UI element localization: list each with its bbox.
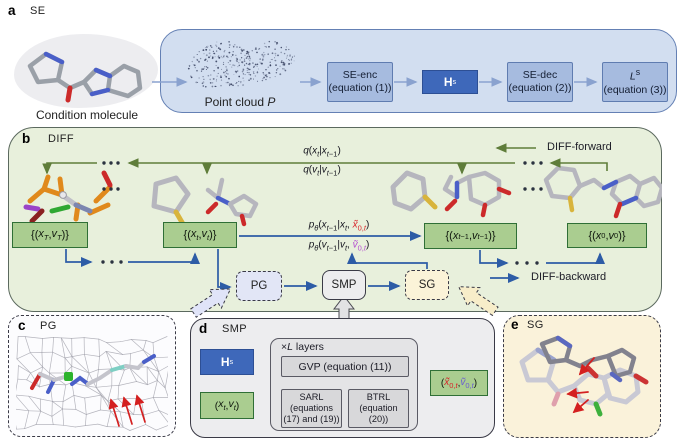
se-dec-equation: (equation (2)) <box>508 82 572 94</box>
loss-label: Ls <box>629 67 641 83</box>
p-backward-lines <box>65 230 606 293</box>
se-dec-box: SE-dec (equation (2)) <box>507 62 573 102</box>
se-enc-label: SE-enc <box>342 68 378 81</box>
guidance-arrows <box>566 357 595 414</box>
green-atom <box>64 372 73 381</box>
panel-e-title: SG <box>527 319 544 331</box>
panel-d-title: SMP <box>222 323 248 335</box>
panel-e-tag: e <box>511 317 519 332</box>
diff-forward-label: DIFF-forward <box>547 141 612 153</box>
molecule-x0 <box>543 165 662 219</box>
panel-d-tag: d <box>199 321 208 336</box>
state-box-T: {(xT, vT)} <box>12 222 88 248</box>
state-box-t: {(xt, vt)} <box>163 222 237 248</box>
point-cloud-image <box>187 40 295 88</box>
loss-equation: (equation (3)) <box>603 83 667 96</box>
pg-panel-container <box>8 315 176 437</box>
q-v-label: q(vt|vt−1) <box>303 164 341 178</box>
callout-arrow-e-to-sg <box>457 286 499 317</box>
panel-b-title: DIFF <box>48 133 75 145</box>
panel-c-tag: c <box>18 318 26 333</box>
sarl-box: SARL (equations (17) and (19)) <box>281 389 342 428</box>
sarl-label: SARL <box>299 392 324 403</box>
xv-input-box: (xt, vt) <box>200 392 254 419</box>
condition-molecule-label: Condition molecule <box>35 108 139 122</box>
panel-a-tag: a <box>8 3 16 18</box>
diff-backward-label: DIFF-backward <box>531 271 607 283</box>
steric-clash-arrows <box>108 394 146 427</box>
btrl-equation-l1: (equation <box>359 403 398 414</box>
smp-output-box: (x̃0,t, ṽ0,t) <box>430 370 488 396</box>
btrl-box: BTRL (equation (20)) <box>348 389 409 428</box>
sg-prediction-arrow <box>346 252 428 269</box>
ligand-sticks <box>30 354 156 394</box>
protein-pocket-image <box>16 336 168 431</box>
se-enc-box: SE-enc (equation (1)) <box>327 62 393 102</box>
sarl-equation-l2: (17) and (19)) <box>283 413 340 424</box>
se-dec-label: SE-dec <box>522 68 558 81</box>
sg-module-box: SG <box>405 270 449 300</box>
panel-a-title: SE <box>30 5 46 17</box>
point-cloud-label: Point cloud P <box>204 95 276 109</box>
molecule-overlay-image <box>519 335 649 417</box>
callout-arrow-c-to-pg <box>190 288 232 318</box>
molecule-xt1 <box>390 170 512 218</box>
ellipsis-dots <box>101 161 543 265</box>
gvp-box: GVP (equation (11)) <box>281 356 409 377</box>
condition-molecule-structure <box>27 51 143 103</box>
sarl-equation-l1: (equations <box>290 403 333 414</box>
p-x-label: pθ(xt−1|xt, x̃0,t) <box>308 219 370 233</box>
btrl-label: BTRL <box>366 392 391 403</box>
smp-module-box: SMP <box>322 270 366 300</box>
p-v-label: pθ(vt−1|vt, ṽ0,t) <box>308 239 370 253</box>
se-pipeline-container <box>160 29 677 113</box>
btrl-equation-l2: (20)) <box>368 413 389 424</box>
se-enc-equation: (equation (1)) <box>328 82 392 94</box>
molecule-xT <box>23 170 113 224</box>
panel-b-tag: b <box>22 131 31 146</box>
q-x-label: q(xt|xt−1) <box>303 145 341 159</box>
layers-label: ×L layers <box>281 341 324 353</box>
loss-box: Ls (equation (3)) <box>602 62 668 102</box>
panel-c-title: PG <box>40 320 57 332</box>
q-forward-lines <box>42 143 608 175</box>
pg-module-box: PG <box>236 271 282 301</box>
